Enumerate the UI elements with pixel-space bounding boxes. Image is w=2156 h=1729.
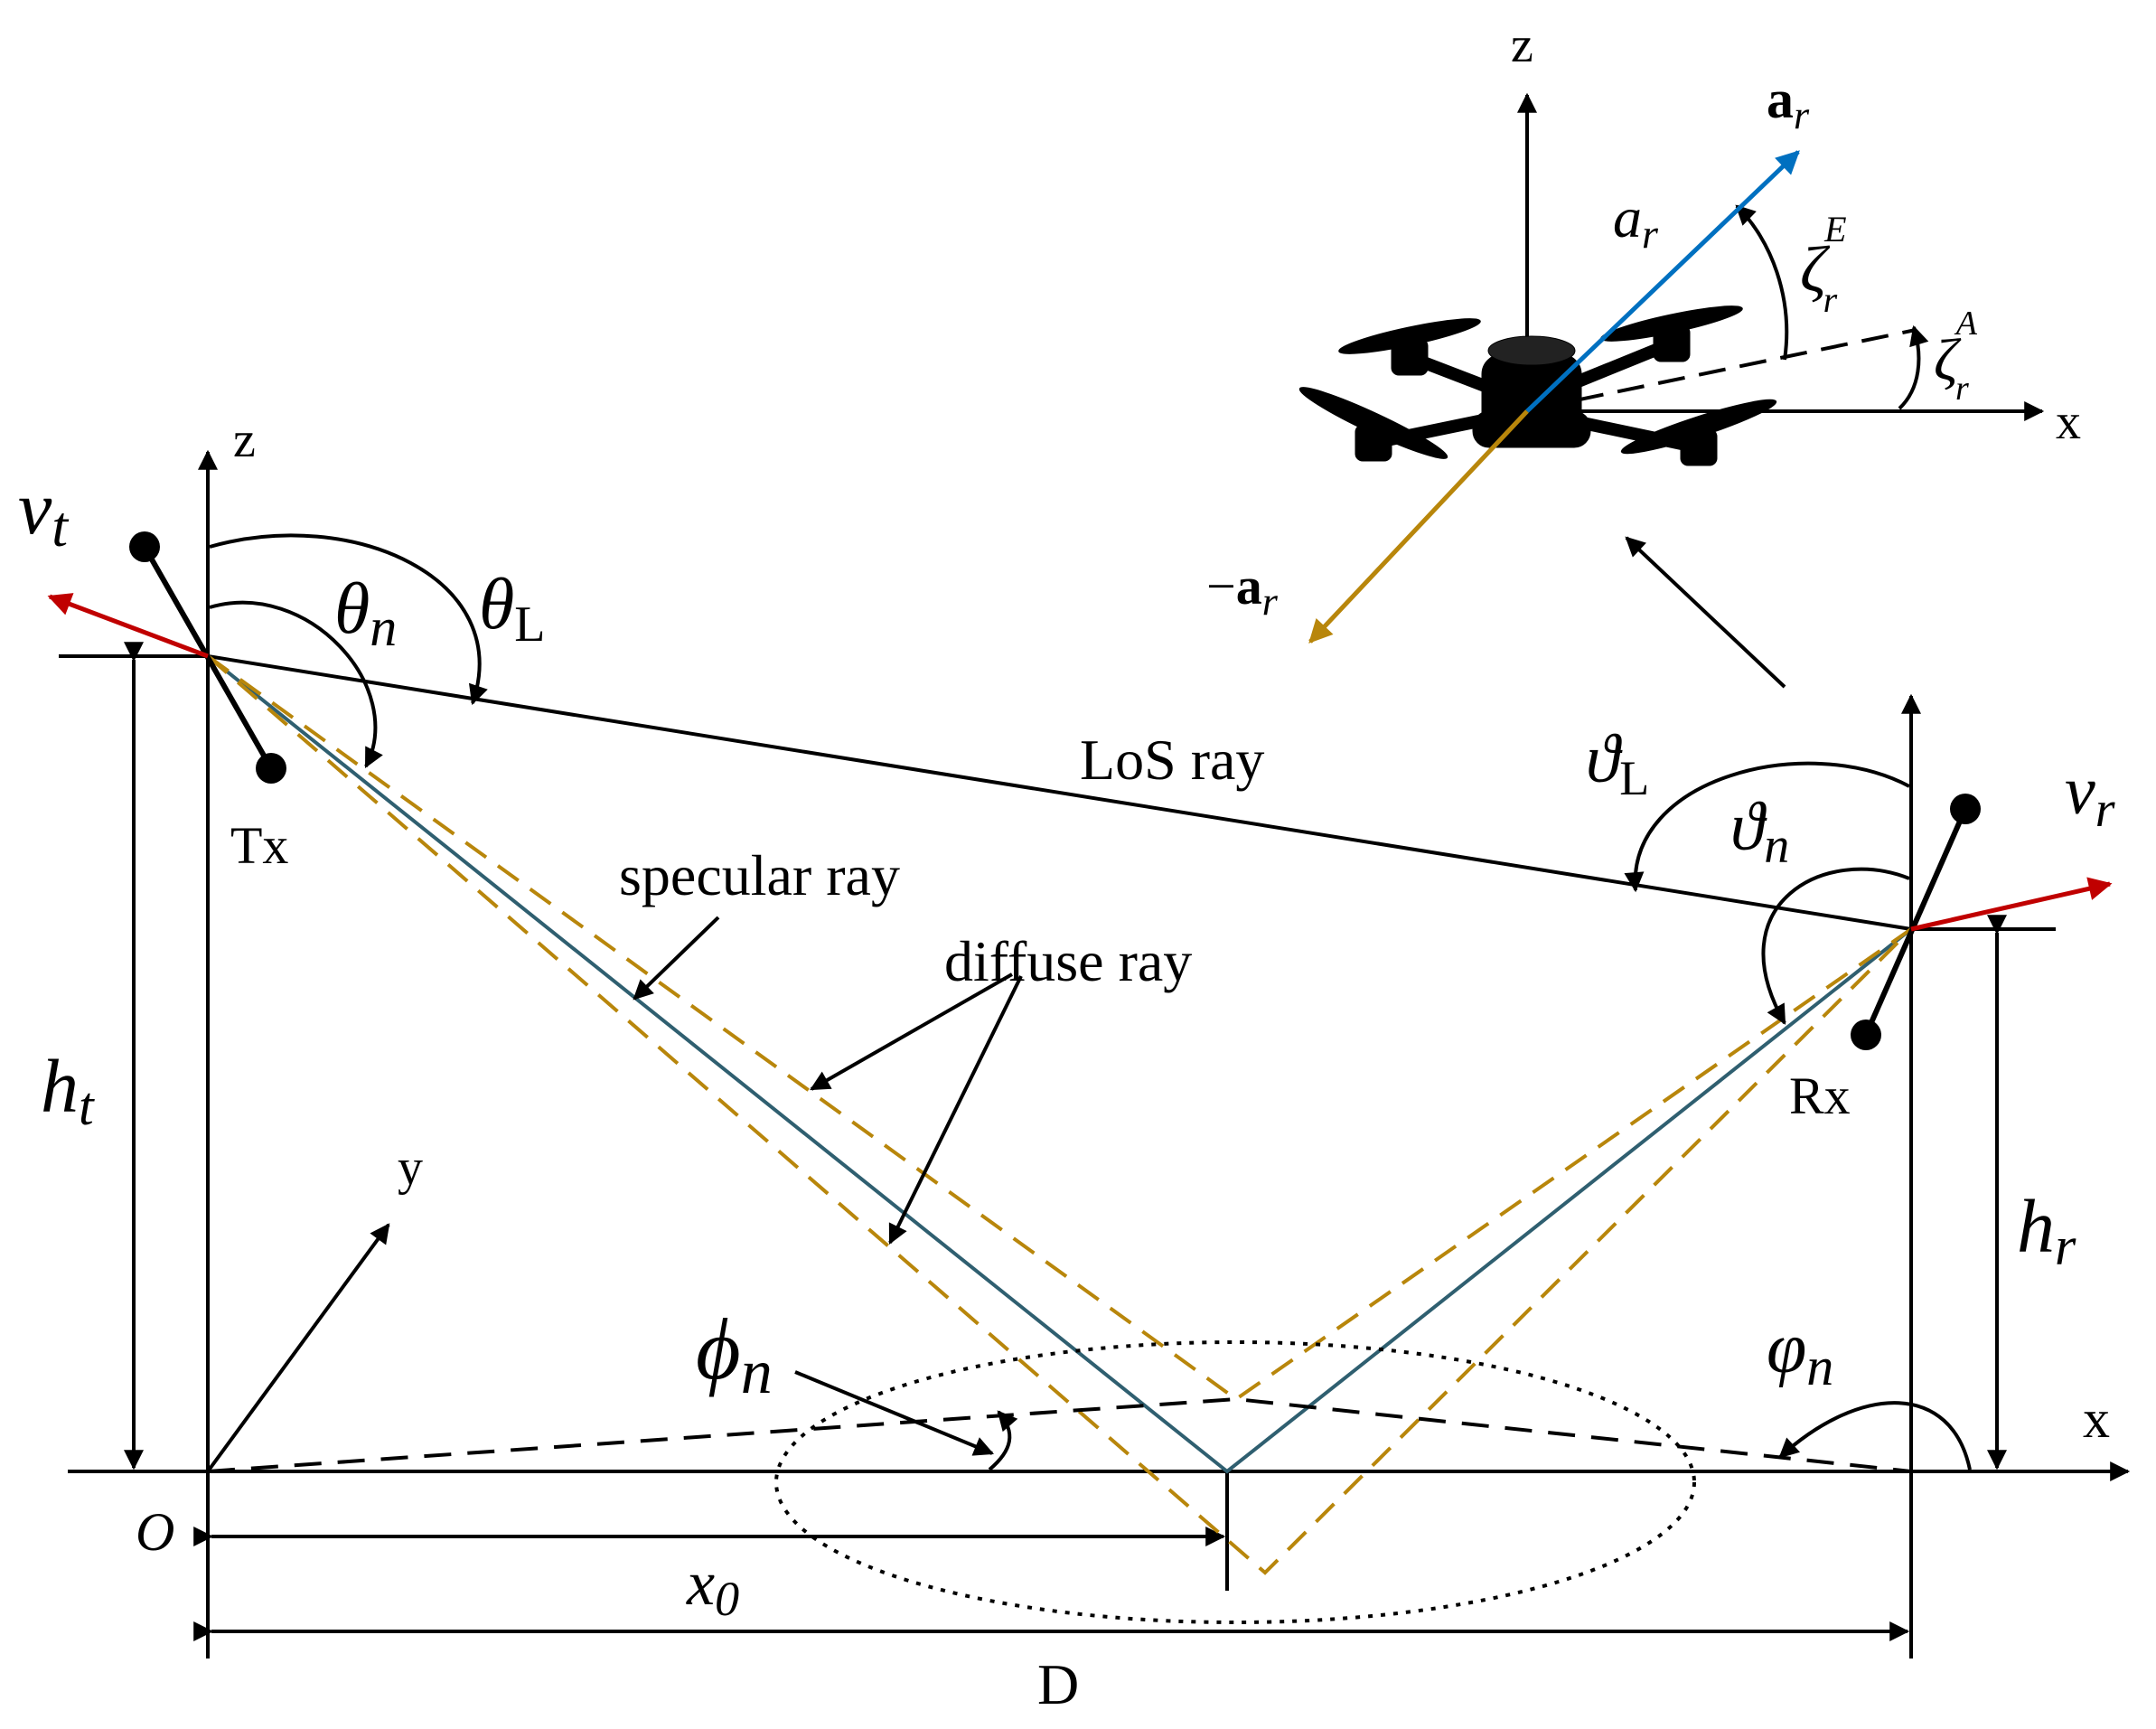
theta-l-label: θL bbox=[479, 565, 546, 653]
theta-n-arc bbox=[209, 600, 383, 768]
origin-label: O bbox=[136, 1502, 174, 1562]
zeta-e-arc bbox=[1735, 204, 1789, 361]
diffuse-ray-upper bbox=[206, 654, 1913, 1402]
h-r-label: hr bbox=[2017, 1185, 2076, 1276]
phi-n-pointer bbox=[794, 1370, 995, 1456]
a-r-scalar-label: ar bbox=[1613, 185, 1659, 257]
zeta-a-arc bbox=[1898, 324, 1929, 410]
uav-neg-antenna-vector bbox=[1308, 409, 1529, 644]
tx-velocity-vector bbox=[47, 593, 209, 659]
specular-ray-pointer bbox=[633, 916, 720, 1001]
rx-to-uav-arrow bbox=[1625, 536, 1786, 689]
varphi-n-label: φn bbox=[1767, 1309, 1833, 1396]
d-label: D bbox=[1037, 1652, 1079, 1716]
vartheta-n-arc bbox=[1761, 867, 1910, 1025]
theta-l-arc bbox=[209, 533, 488, 706]
phi-n-label: ϕn bbox=[696, 1301, 773, 1407]
rx-label: Rx bbox=[1789, 1067, 1851, 1125]
diffuse-ray-label: diffuse ray bbox=[944, 929, 1192, 993]
rx-antenna bbox=[1851, 794, 1981, 1050]
theta-n-label: θn bbox=[334, 569, 397, 657]
y-axis bbox=[206, 1223, 390, 1473]
uav-azimuth-dashed bbox=[1535, 328, 1917, 410]
specular-ray bbox=[206, 654, 1913, 1474]
vartheta-n-label: ϑn bbox=[1730, 789, 1789, 874]
vartheta-l-label: ϑL bbox=[1586, 721, 1649, 805]
v-r-label: vr bbox=[2065, 753, 2115, 838]
diffuse-ray-pointer-1 bbox=[810, 973, 1013, 1091]
uav-antenna-vector bbox=[1525, 150, 1800, 413]
a-r-vector-label: ar bbox=[1767, 70, 1810, 137]
tx-label: Tx bbox=[230, 816, 288, 875]
los-ray-label: LoS ray bbox=[1080, 728, 1264, 792]
uav-drone-icon bbox=[1298, 305, 1777, 466]
specular-ray-label: specular ray bbox=[619, 843, 900, 907]
tx-antenna bbox=[129, 531, 286, 784]
z-label-left: z bbox=[233, 412, 256, 468]
diffuse-ray-pointer-2 bbox=[888, 975, 1023, 1245]
h-t-label: ht bbox=[41, 1045, 95, 1136]
x-ground-label: x bbox=[2083, 1389, 2110, 1449]
scatterer-projection bbox=[207, 1396, 1912, 1473]
vartheta-l-arc bbox=[1624, 761, 1910, 893]
varphi-n-arc bbox=[1778, 1401, 1972, 1471]
rx-velocity-vector bbox=[1910, 877, 2113, 932]
x-label-top: x bbox=[2056, 394, 2081, 450]
x0-label: x0 bbox=[686, 1549, 739, 1626]
diffuse-ray-lower bbox=[206, 654, 1913, 1575]
y-axis-label: y bbox=[398, 1140, 423, 1196]
phi-n-arc bbox=[988, 1410, 1018, 1471]
z-label-top: z bbox=[1511, 17, 1533, 73]
los-ray bbox=[207, 654, 1912, 931]
v-t-label: vt bbox=[18, 466, 70, 559]
neg-a-r-label: −ar bbox=[1206, 557, 1279, 624]
scattering-ellipse bbox=[774, 1340, 1696, 1624]
